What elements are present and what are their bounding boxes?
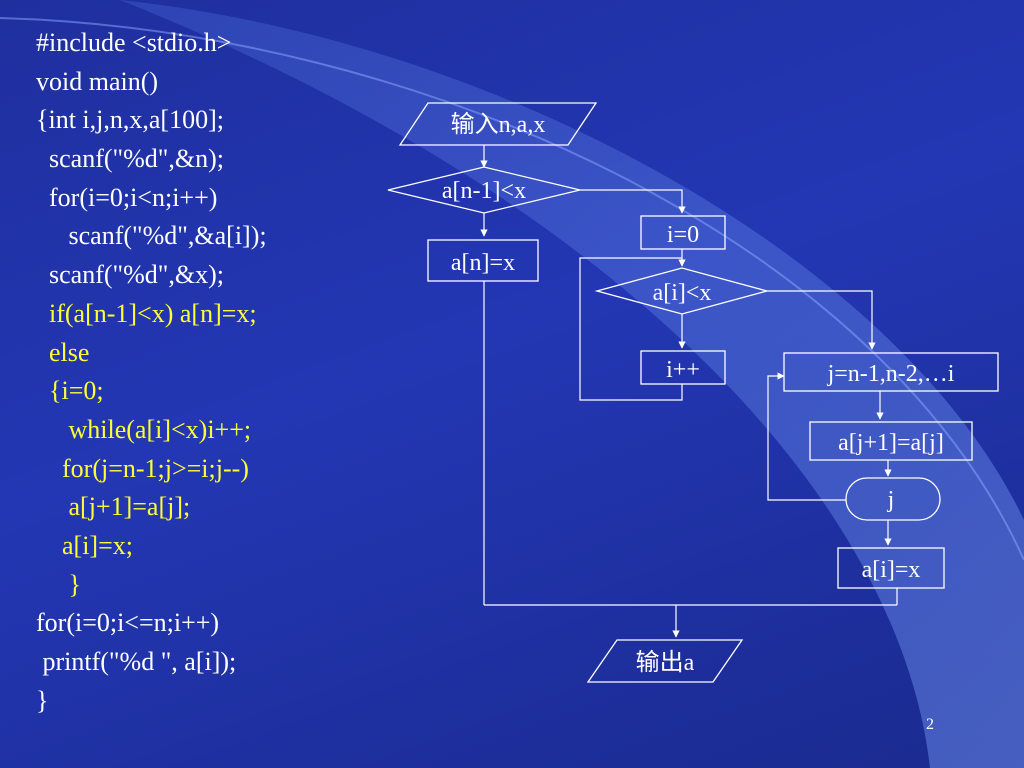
init-i-box: i=0 [640, 215, 726, 250]
outer-condition-diamond: a[n-1]<x [387, 166, 581, 214]
loop-end-capsule: j [845, 477, 941, 521]
output-label: 输出a [636, 649, 695, 676]
assign-ai-box: a[i]=x [837, 547, 945, 589]
input-parallelogram: 输入n,a,x [398, 102, 598, 146]
code-line: scanf("%d",&n); [36, 144, 225, 174]
inner-condition-diamond: a[i]<x [594, 267, 770, 315]
outer-condition-label: a[n-1]<x [442, 178, 526, 204]
init-i-label: i=0 [667, 222, 699, 248]
page-number: 2 [926, 716, 934, 733]
code-line: else [36, 337, 90, 367]
curved-band [120, 0, 1024, 768]
connector-while-loopback [579, 257, 683, 401]
code-line: for(j=n-1;j>=i;j--) [36, 453, 249, 483]
code-line: while(a[i]<x)i++; [36, 414, 252, 444]
assign-an-label: a[n]=x [451, 250, 515, 276]
connector-for-loopback [767, 372, 846, 501]
loop-end-label: j [887, 487, 895, 513]
connector-inner-false [767, 290, 876, 350]
code-line: } [36, 685, 49, 715]
loop-body-label: a[j+1]=a[j] [838, 430, 944, 456]
code-line: scanf("%d",&x); [36, 260, 225, 290]
output-parallelogram: 输出a [586, 639, 744, 683]
code-line: for(i=0;i<n;i++) [36, 182, 218, 212]
code-line: } [36, 569, 81, 599]
code-line: a[i]=x; [36, 530, 133, 560]
code-line: {int i,j,n,x,a[100]; [36, 105, 224, 135]
curved-arc-line [0, 17, 1024, 561]
code-line: if(a[n-1]<x) a[n]=x; [36, 298, 257, 328]
code-line: printf("%d ", a[i]); [36, 647, 237, 676]
code-listing: #include <stdio.h> void main() {int i,j,n,… [36, 24, 267, 720]
connector-false-branch [580, 189, 686, 214]
assign-an-box: a[n]=x [427, 239, 539, 282]
loop-j-header-box: j=n-1,n-2,…i [783, 352, 999, 392]
incr-i-label: i++ [666, 357, 700, 383]
loop-j-header-label: j=n-1,n-2,…i [827, 361, 955, 387]
code-line: void main() [36, 66, 159, 96]
code-line: for(i=0;i<=n;i++) [36, 608, 220, 638]
code-line: a[j+1]=a[j]; [36, 492, 191, 522]
input-label: 输入n,a,x [451, 111, 546, 138]
code-line: #include <stdio.h> [36, 28, 232, 57]
incr-i-box: i++ [640, 350, 726, 385]
code-line: scanf("%d",&a[i]); [36, 221, 267, 251]
loop-body-box: a[j+1]=a[j] [809, 421, 973, 461]
code-line: {i=0; [36, 376, 104, 406]
assign-ai-label: a[i]=x [862, 557, 921, 583]
inner-condition-label: a[i]<x [653, 280, 712, 306]
